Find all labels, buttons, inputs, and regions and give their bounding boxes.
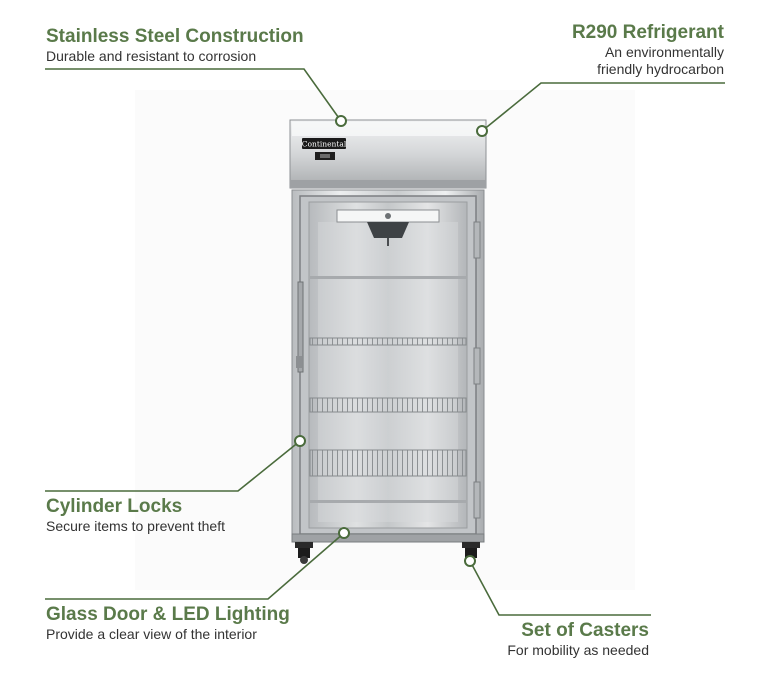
shelves (309, 276, 467, 503)
callout-glass: Glass Door & LED Lighting Provide a clea… (46, 604, 290, 643)
cabinet-body (291, 189, 485, 543)
callout-title: Cylinder Locks (46, 496, 183, 517)
callout-r290: R290 Refrigerant An environmentally frie… (572, 22, 724, 78)
callout-description: For mobility as needed (507, 642, 649, 658)
callout-locks: Cylinder Locks Secure items to prevent t… (46, 496, 225, 535)
led-light (336, 209, 440, 246)
brand-text: Continental (302, 140, 347, 149)
callout-description: Provide a clear view of the interior (46, 626, 257, 642)
callout-stainless: Stainless Steel Construction Durable and… (46, 26, 304, 65)
top-panel: Continental (289, 119, 487, 189)
callout-title: R290 Refrigerant (571, 22, 724, 43)
callout-description: Secure items to prevent theft (46, 518, 225, 534)
callout-title: Stainless Steel Construction (46, 26, 304, 47)
temperature-display (315, 152, 335, 160)
callout-casters: Set of Casters For mobility as needed (507, 620, 649, 659)
door-handle (296, 281, 304, 373)
callout-title: Set of Casters (521, 620, 649, 641)
door-hinges (473, 221, 481, 519)
brand-logo: Continental (302, 138, 347, 149)
callout-description-line-2: friendly hydrocarbon (597, 61, 724, 77)
callout-description: Durable and resistant to corrosion (46, 48, 257, 64)
callout-title: Glass Door & LED Lighting (46, 604, 290, 625)
callout-description-line-1: An environmentally (604, 44, 724, 60)
